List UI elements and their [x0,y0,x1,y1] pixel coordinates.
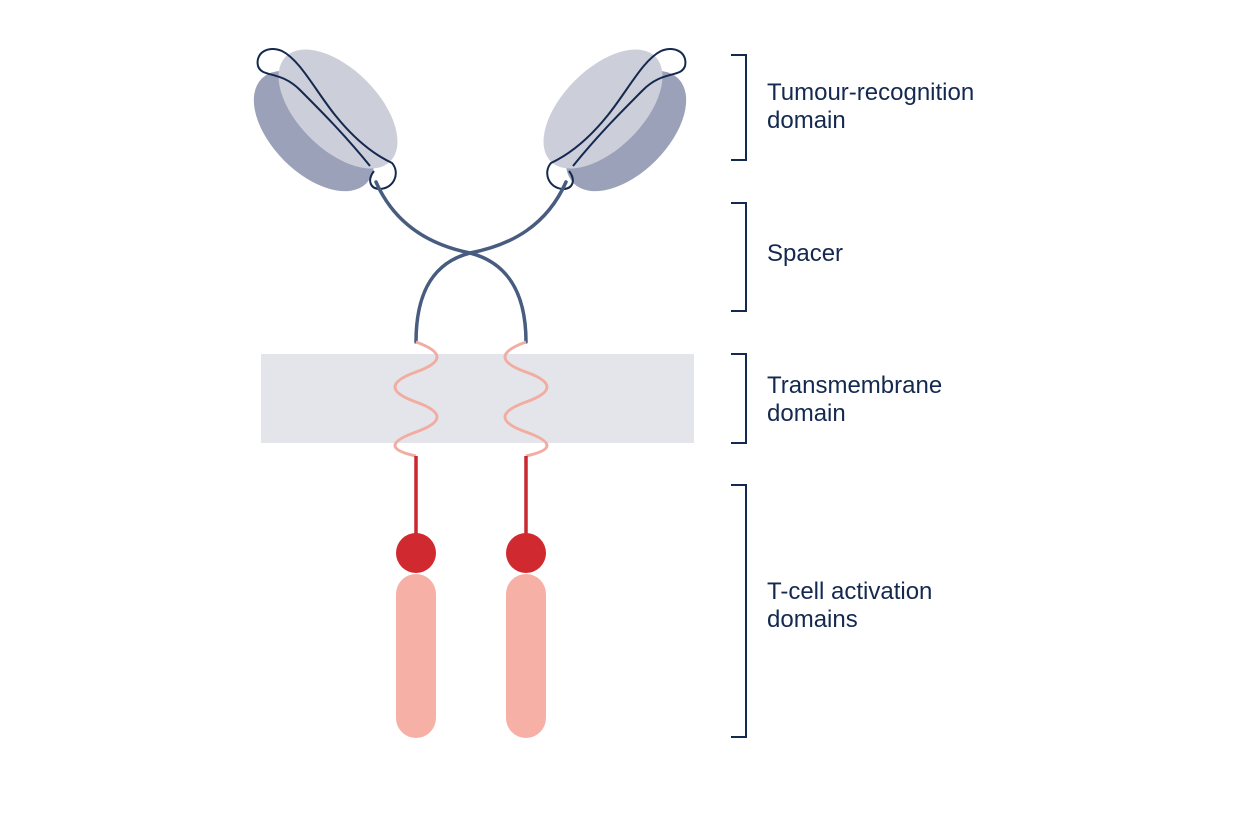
costimulatory-domain-right [506,533,546,573]
right-domain-linker-loop [546,47,687,191]
brackets [731,54,747,738]
label-transmembrane-domain: Transmembrane domain [767,372,943,427]
activation-domain-right [506,574,546,738]
transmembrane-helices [393,340,549,458]
bracket-activation [731,484,747,738]
label-spacer: Spacer [767,240,844,267]
right-recognition-domain [543,47,687,192]
bracket-tumour-recognition [731,54,747,161]
label-t-cell-activation-domains: T-cell activation domains [767,578,933,633]
activation-domain-left [396,574,436,738]
spacer-strands [374,180,568,344]
costimulatory-domain-left [396,533,436,573]
bracket-spacer [731,202,747,312]
tm-helix-right [503,340,549,458]
left-recognition-domain [253,47,398,192]
label-tumour-recognition-domain: Tumour-recognition domain [767,79,975,134]
cell-membrane [261,354,694,443]
tm-helix-left [393,340,439,458]
bracket-transmembrane [731,353,747,444]
left-domain-linker-loop [256,47,397,191]
spacer-strand-right [414,180,568,344]
